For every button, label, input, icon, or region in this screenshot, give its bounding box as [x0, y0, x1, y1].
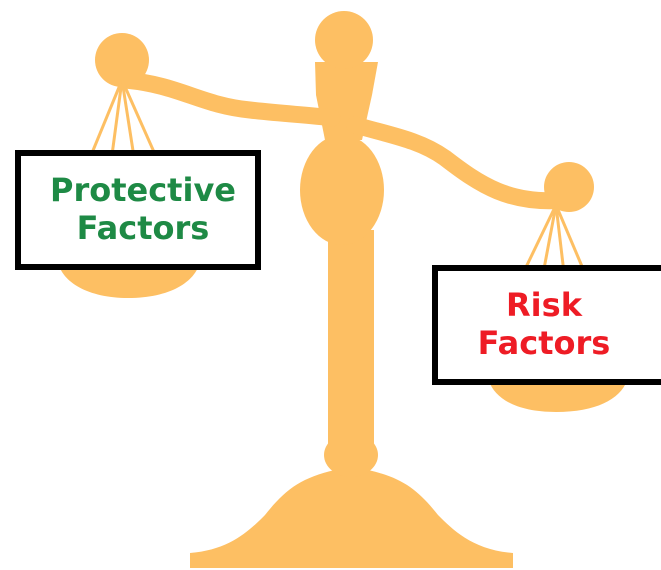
scale-beam-left [116, 71, 341, 127]
scale-beam-right [346, 116, 574, 210]
scale-column [328, 230, 374, 455]
risk-factors-box: Risk Factors [432, 265, 661, 385]
protective-factors-line1: Protective [49, 171, 236, 210]
risk-factors-line2: Factors [477, 324, 611, 362]
scale-top-knob [315, 11, 373, 69]
scale-right-end-knob [544, 162, 594, 212]
left-pan-bowl [58, 262, 200, 298]
scale-base [190, 470, 513, 568]
scale-bulb [300, 135, 384, 245]
scale-left-end-knob [95, 33, 149, 87]
risk-factors-line1: Risk [506, 286, 582, 325]
right-pan-bowl [488, 378, 628, 412]
protective-factors-line2: Factors [76, 209, 210, 247]
protective-factors-box: Protective Factors [15, 150, 261, 270]
